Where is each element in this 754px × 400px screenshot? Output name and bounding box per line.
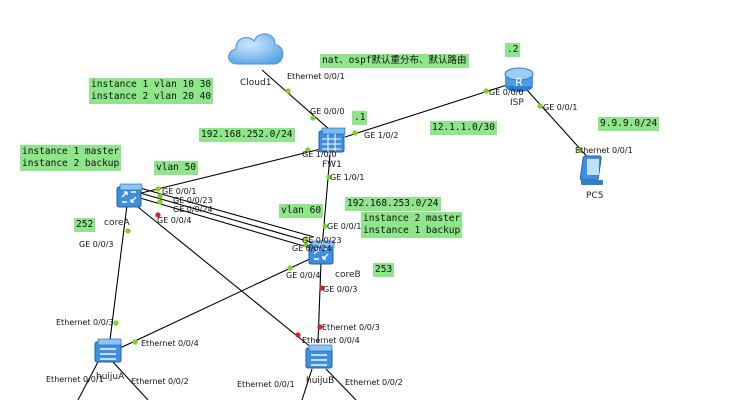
- down-port-dot: [319, 285, 325, 291]
- access-switch-b-name: huijuB: [306, 376, 335, 386]
- instance-vlan-note: instance 1 vlan 10 30 instance 2 vlan 20…: [89, 78, 214, 104]
- svg-text:R: R: [515, 76, 523, 89]
- router-name: ISP: [510, 98, 524, 108]
- link-fw-coreb: [321, 154, 331, 249]
- port-dot: [157, 199, 163, 205]
- port-dot: [537, 103, 543, 109]
- cloud-icon[interactable]: [223, 24, 289, 72]
- router-icon[interactable]: R: [502, 62, 536, 96]
- core-switch-a-name: coreA: [104, 218, 130, 228]
- port-label: GE 0/0/1: [543, 103, 578, 112]
- port-label: Ethernet 0/0/3: [56, 318, 114, 327]
- port-label: GE 0/0/23: [302, 236, 342, 245]
- port-dot: [303, 236, 309, 242]
- port-label: GE 0/0/3: [79, 240, 114, 249]
- port-dot: [352, 130, 358, 136]
- access-switch-b-icon[interactable]: [303, 342, 335, 372]
- coreb-subnet-note: 192.168.253.0/24: [345, 197, 441, 211]
- isp-subnet-note: 12.1.1.0/30: [430, 121, 497, 135]
- fw-subnet-note: 192.168.252.0/24: [199, 128, 295, 142]
- link-corea-huijub: [132, 202, 313, 349]
- link-trunk-extra: [139, 187, 315, 238]
- port-label: GE 1/0/2: [364, 131, 399, 140]
- port-label: GE 0/0/3: [323, 285, 358, 294]
- link-trunk-24: [139, 197, 315, 250]
- down-port-dot: [295, 332, 301, 338]
- firewall-name: FW1: [322, 160, 342, 170]
- vlan50-note: vlan 50: [154, 161, 199, 175]
- access-switch-a-icon[interactable]: [92, 336, 124, 366]
- port-label: GE 0/0/4: [286, 271, 321, 280]
- port-label: GE 1/0/1: [330, 173, 365, 182]
- corea-id-note: 252: [74, 218, 96, 232]
- link-coreb-huijub: [317, 261, 322, 344]
- coreb-role-note: instance 2 master instance 1 backup: [361, 212, 463, 238]
- port-label: GE 0/0/0: [489, 88, 524, 97]
- link-fw-isp: [344, 83, 511, 138]
- nat-ospf-note: nat、ospf默认重分布、默认路由: [320, 54, 469, 68]
- port-label: Ethernet 0/0/3: [322, 323, 380, 332]
- core-switch-b-name: coreB: [335, 270, 361, 280]
- access-switch-a-name: huijuA: [96, 372, 125, 382]
- pc-icon[interactable]: [576, 152, 610, 188]
- fw-address-note: .1: [352, 111, 368, 125]
- isp-address-note: .2: [505, 43, 521, 57]
- port-label: GE 0/0/0: [310, 107, 345, 116]
- port-dot: [113, 320, 119, 326]
- port-dot: [155, 186, 161, 192]
- port-label: Ethernet 0/0/2: [131, 377, 189, 386]
- link-huijub-down1: [301, 368, 313, 400]
- link-trunk-23: [139, 192, 315, 244]
- core-switch-a-icon[interactable]: [113, 181, 145, 213]
- port-dot: [326, 174, 332, 180]
- port-dot: [303, 242, 309, 248]
- corea-role-note: instance 1 master instance 2 backup: [20, 145, 122, 171]
- port-label: GE 0/0/1: [162, 187, 197, 196]
- port-dot: [125, 228, 131, 234]
- port-label: Ethernet 0/0/1: [575, 146, 633, 155]
- port-label: GE 0/0/24: [173, 205, 213, 214]
- link-huijub-down2: [325, 368, 357, 400]
- port-label: GE 1/0/0: [302, 150, 337, 159]
- port-dot: [322, 223, 328, 229]
- link-huijua-down2: [112, 361, 149, 400]
- port-dot: [305, 147, 311, 153]
- port-label: Ethernet 0/0/4: [302, 336, 360, 345]
- cloud-name: Cloud1: [240, 78, 272, 88]
- link-fw-corea: [132, 147, 326, 196]
- coreb-id-note: 253: [373, 263, 395, 277]
- port-label: GE 0/0/24: [292, 244, 332, 253]
- port-label: Ethernet 0/0/4: [141, 339, 199, 348]
- port-label: Ethernet 0/0/2: [345, 378, 403, 387]
- firewall-icon[interactable]: [316, 125, 348, 157]
- port-dot: [287, 265, 293, 271]
- port-label: Ethernet 0/0/1: [287, 72, 345, 81]
- port-dot: [310, 115, 316, 121]
- link-huijua-down1: [77, 361, 99, 400]
- pc-subnet-note: 9.9.9.0/24: [598, 117, 660, 131]
- vlan60-note: vlan 60: [279, 204, 324, 218]
- port-dot: [285, 88, 291, 94]
- link-corea-huijua: [109, 204, 128, 341]
- port-label: GE 0/0/23: [173, 196, 213, 205]
- pc-name: PC5: [586, 191, 604, 201]
- port-dot: [483, 88, 489, 94]
- port-label: Ethernet 0/0/1: [237, 380, 295, 389]
- port-label: GE 0/0/4: [157, 216, 192, 225]
- down-port-dot: [317, 324, 323, 330]
- port-dot: [132, 339, 138, 345]
- port-dot: [157, 193, 163, 199]
- core-switch-b-icon[interactable]: [305, 238, 337, 270]
- port-label: GE 0/0/1: [327, 222, 362, 231]
- down-port-dot: [155, 212, 161, 218]
- link-cloud-fw: [261, 69, 331, 131]
- link-coreb-huijua: [119, 256, 315, 349]
- port-dot: [577, 147, 583, 153]
- port-label: Ethernet 0/0/1: [46, 375, 104, 384]
